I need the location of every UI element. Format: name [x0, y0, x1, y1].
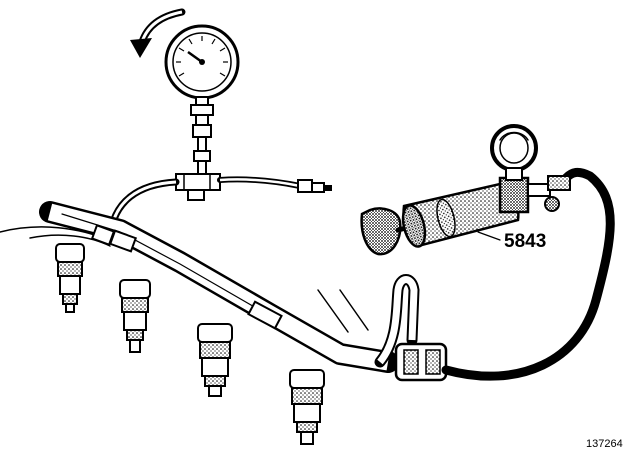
hand-vacuum-pump-icon: [360, 124, 571, 256]
rotation-arrow-icon: [130, 8, 186, 58]
fuel-injector-2: [119, 279, 151, 353]
fuel-injector-1: [55, 243, 85, 313]
fuel-rail: [39, 201, 448, 382]
t-fitting: [175, 173, 221, 201]
test-hose-right: [217, 176, 332, 193]
tool-number-label: 5843: [504, 231, 546, 252]
fuel-injector-4: [289, 369, 325, 445]
pressure-gauge-icon: [164, 24, 240, 176]
background-wires: [0, 226, 369, 333]
figure-number-label: 137264: [586, 438, 623, 450]
vacuum-hose: [441, 167, 615, 381]
fuel-injector-3: [197, 323, 233, 397]
